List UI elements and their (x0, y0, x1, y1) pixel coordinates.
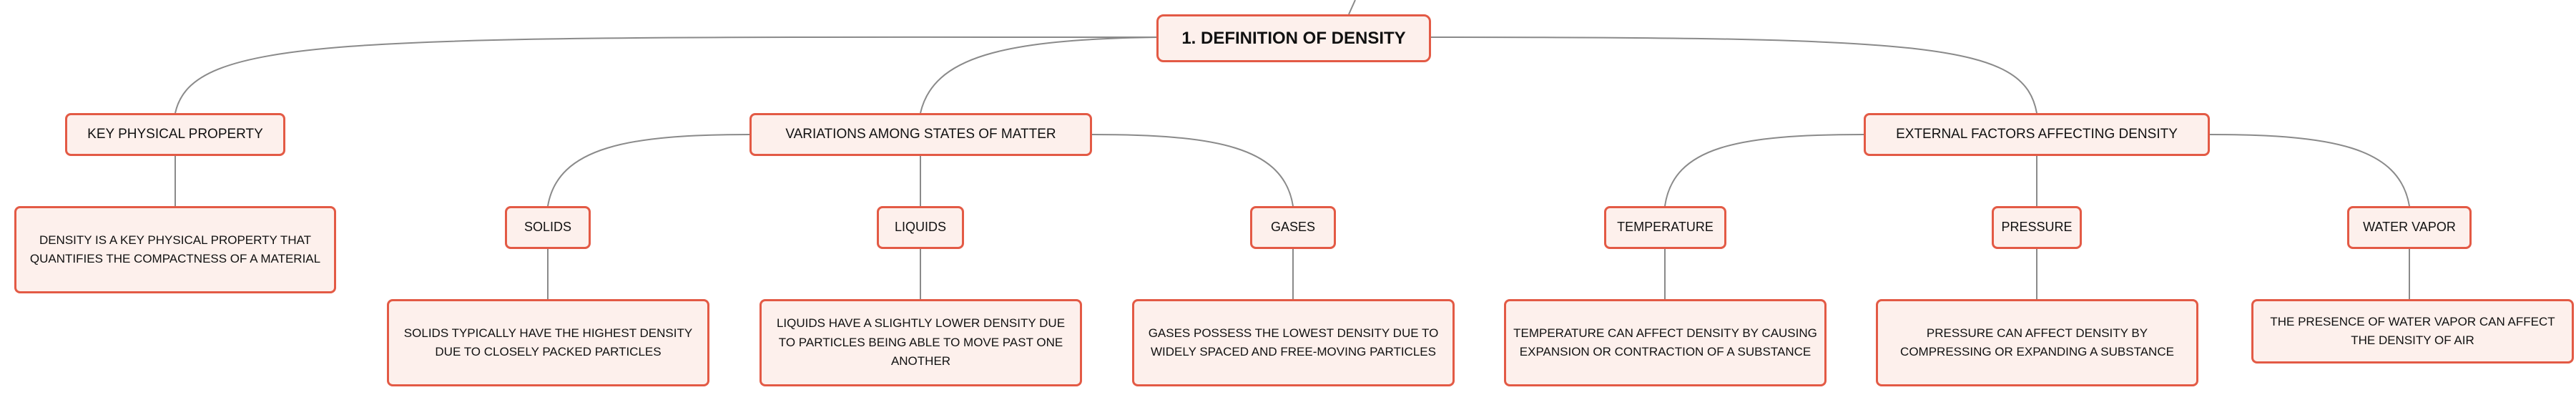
connector-line (1664, 134, 1864, 207)
detail-node-text: LIQUIDS HAVE A SLIGHTLY LOWER DENSITY DU… (776, 316, 1066, 369)
topic-node-label: WATER VAPOR (2363, 220, 2456, 235)
connector-line (1091, 134, 1294, 207)
detail-node-solids[interactable]: SOLIDS TYPICALLY HAVE THE HIGHEST DENSIT… (387, 299, 709, 386)
topic-node-pressure[interactable]: PRESSURE (1992, 206, 2082, 249)
detail-node-pressure[interactable]: PRESSURE CAN AFFECT DENSITY BY COMPRESSI… (1876, 299, 2198, 386)
topic-node-temperature[interactable]: TEMPERATURE (1604, 206, 1726, 249)
topic-node-water-vapor[interactable]: WATER VAPOR (2347, 206, 2472, 249)
root-node-label: 1. DEFINITION OF DENSITY (1181, 28, 1406, 48)
detail-node-text: THE PRESENCE OF WATER VAPOR CAN AFFECT T… (2270, 314, 2555, 347)
branch-node-states-of-matter[interactable]: VARIATIONS AMONG STATES OF MATTER (749, 113, 1092, 156)
topic-node-liquids[interactable]: LIQUIDS (877, 206, 964, 249)
topic-node-label: SOLIDS (523, 220, 572, 235)
detail-node-liquids[interactable]: LIQUIDS HAVE A SLIGHTLY LOWER DENSITY DU… (759, 299, 1082, 386)
branch-node-label: KEY PHYSICAL PROPERTY (87, 127, 263, 142)
connector-line (1348, 0, 1356, 15)
topic-node-label: LIQUIDS (894, 220, 947, 235)
detail-node-text: DENSITY IS A KEY PHYSICAL PROPERTY THAT … (29, 233, 321, 265)
detail-node-temperature[interactable]: TEMPERATURE CAN AFFECT DENSITY BY CAUSIN… (1504, 299, 1827, 386)
detail-node-water-vapor[interactable]: THE PRESENCE OF WATER VAPOR CAN AFFECT T… (2251, 299, 2574, 364)
detail-node-text: SOLIDS TYPICALLY HAVE THE HIGHEST DENSIT… (403, 326, 693, 358)
topic-node-label: TEMPERATURE (1617, 220, 1714, 235)
connector-line (547, 134, 750, 207)
topic-node-solids[interactable]: SOLIDS (505, 206, 591, 249)
connector-line (174, 36, 1159, 114)
branch-node-label: VARIATIONS AMONG STATES OF MATTER (785, 127, 1056, 142)
branch-node-external-factors[interactable]: EXTERNAL FACTORS AFFECTING DENSITY (1864, 113, 2210, 156)
root-node[interactable]: 1. DEFINITION OF DENSITY (1156, 14, 1431, 62)
topic-node-gases[interactable]: GASES (1250, 206, 1336, 249)
topic-node-label: PRESSURE (2001, 220, 2073, 235)
detail-node-text: PRESSURE CAN AFFECT DENSITY BY COMPRESSI… (1900, 326, 2174, 358)
branch-node-label: EXTERNAL FACTORS AFFECTING DENSITY (1896, 127, 2178, 142)
detail-node-text: TEMPERATURE CAN AFFECT DENSITY BY CAUSIN… (1513, 326, 1817, 358)
detail-node-text: GASES POSSESS THE LOWEST DENSITY DUE TO … (1148, 326, 1439, 358)
connector-line (2209, 134, 2410, 207)
detail-node-gases[interactable]: GASES POSSESS THE LOWEST DENSITY DUE TO … (1132, 299, 1455, 386)
connector-line (920, 36, 1159, 114)
branch-node-key-physical-property[interactable]: KEY PHYSICAL PROPERTY (65, 113, 285, 156)
detail-node-key-physical-property[interactable]: DENSITY IS A KEY PHYSICAL PROPERTY THAT … (14, 206, 336, 293)
connector-line (1428, 36, 2037, 114)
topic-node-label: GASES (1270, 220, 1316, 235)
